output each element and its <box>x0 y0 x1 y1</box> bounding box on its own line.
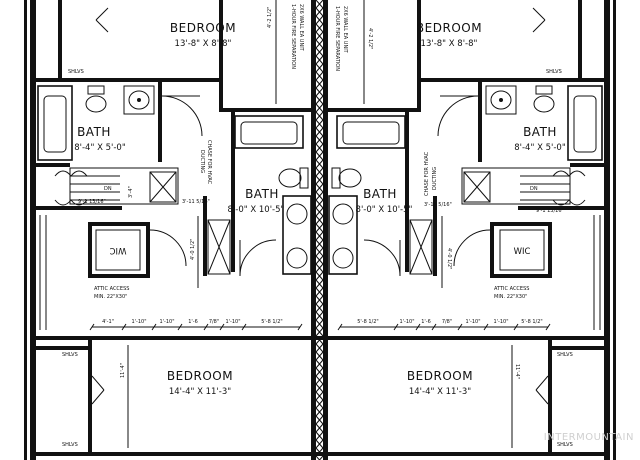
bottom-interior-walls <box>36 340 604 452</box>
dim-v-mid-left: 4'-0 1/2" <box>190 239 196 260</box>
dim-v-bed-left: 11'-4" <box>120 363 126 378</box>
dimension-lines <box>89 0 551 448</box>
attic-access-left-2: MIN. 22"X30" <box>94 294 127 300</box>
chase-right-2: DUCTING <box>432 167 438 190</box>
party-wall <box>311 0 328 460</box>
dim-right-3: 7/8" <box>442 319 452 325</box>
dim-right-6: 5'-8 1/2" <box>521 319 542 325</box>
bedroom-bottom-right-label: BEDROOM <box>407 369 473 383</box>
bath-top-right <box>437 82 603 162</box>
dim-left-6: 5'-8 1/2" <box>261 319 282 325</box>
shlvs-bottom-right-2: SHLVS <box>557 442 573 448</box>
dim-left-4: 7/8" <box>209 319 219 325</box>
dim-right-5: 1'-10" <box>493 319 508 325</box>
bedroom-bottom-left-label: BEDROOM <box>167 369 233 383</box>
bath-top-left-dim: 8'-4" X 5'-0" <box>74 143 126 153</box>
exterior-walls <box>24 0 616 460</box>
dim-v-top-left: 4'-2 1/2" <box>267 7 273 28</box>
bath-top-right-label: BATH <box>523 125 557 139</box>
bath-center-right-dim: 8'-0" X 10'-5" <box>356 205 413 215</box>
wic-right-label: WIC <box>514 247 531 257</box>
bath-center-right-label: BATH <box>363 187 397 201</box>
dim-right-2: 1'-6 <box>421 319 431 325</box>
dim-left-5: 1'-10" <box>225 319 240 325</box>
wic-right <box>453 222 552 278</box>
fire-sep-left-1: 1-HOUR FIRE SEPARATION <box>290 4 296 69</box>
dim-chase-right: 3'-11 5/16" <box>424 202 452 208</box>
chase-left-1: CHASE FOR HVAC <box>206 140 212 185</box>
bath-top-right-dim: 8'-4" X 5'-0" <box>514 143 566 153</box>
bedroom-top-right-label: BEDROOM <box>416 21 482 35</box>
annotation-labels: SHLVS SHLVS SHLVS SHLVS SHLVS SHLVS ATTI… <box>62 4 573 448</box>
stair-right <box>461 167 604 330</box>
dim-left-2: 1'-10" <box>159 319 174 325</box>
shlvs-bottom-left: SHLVS <box>62 352 78 358</box>
dim-right-0: 5'-8 1/2" <box>357 319 378 325</box>
dim-right-1: 1'-10" <box>399 319 414 325</box>
stair-left <box>36 167 179 330</box>
dim-door-left: 3'-4" <box>128 186 134 198</box>
bedroom-top-left-label: BEDROOM <box>170 21 236 35</box>
fire-sep-right-2: 2X6 WALL EA UNIT <box>342 6 348 54</box>
watermark: INTERMOUNTAIN <box>544 432 634 443</box>
bath-center-left-dim: 8'-0" X 10'-5" <box>228 205 285 215</box>
bedroom-bottom-right-dim: 14'-4" X 11'-3" <box>409 387 471 397</box>
bath-top-left-label: BATH <box>77 125 111 139</box>
fire-sep-right-1: 1-HOUR FIRE SEPARATION <box>334 6 340 71</box>
shlvs-bottom-right: SHLVS <box>557 352 573 358</box>
top-interior-walls <box>58 0 582 112</box>
stair-dn-right: DN <box>530 186 538 192</box>
bath-center-right <box>328 112 437 277</box>
bath-center-left <box>203 112 312 277</box>
attic-access-right-1: ATTIC ACCESS <box>494 286 529 292</box>
dim-left-0: 4'-1" <box>102 319 114 325</box>
dim-stair-left: 9'-1 13/16" <box>78 199 106 205</box>
attic-access-left-1: ATTIC ACCESS <box>94 286 129 292</box>
attic-access-right-2: MIN. 22"X30" <box>494 294 527 300</box>
dimension-row-right: 5'-8 1/2" 1'-10" 1'-6 7/8" 1'-10" 1'-10" 5'-8 … <box>357 319 542 325</box>
dim-stair-right: 9'-1 13/16" <box>536 208 564 214</box>
shlvs-bottom-left-2: SHLVS <box>62 442 78 448</box>
shlvs-top-right: SHLVS <box>546 69 562 75</box>
dim-right-4: 1'-10" <box>465 319 480 325</box>
chase-right-1: CHASE FOR HVAC <box>424 151 430 196</box>
dim-v-mid-right: 4'-0 1/2" <box>446 248 452 269</box>
dim-v-top-right: 4'-2 1/2" <box>367 28 373 49</box>
bedroom-top-right-dim: 13'-8" X 8'-8" <box>421 39 478 49</box>
fire-sep-left-2: 2X6 WALL EA UNIT <box>298 4 304 52</box>
bedroom-bottom-left-dim: 14'-4" X 11'-3" <box>169 387 231 397</box>
room-labels: BEDROOM 13'-8" X 8'-8" BEDROOM 13'-8" X … <box>74 21 566 397</box>
wic-left-label: WIC <box>110 245 127 255</box>
dim-left-3: 1'-6 <box>188 319 198 325</box>
stair-dn-left: DN <box>104 186 112 192</box>
wic-left <box>88 222 187 278</box>
bath-center-left-label: BATH <box>245 187 279 201</box>
shlvs-top-left: SHLVS <box>68 69 84 75</box>
bedroom-top-left-dim: 13'-8" X 8'-8" <box>175 39 232 49</box>
bath-top-left <box>37 82 203 162</box>
dim-chase-left: 3'-11 5/16" <box>182 199 210 205</box>
chase-left-2: DUCTING <box>199 150 205 173</box>
dim-v-bed-right: 11'-4" <box>514 364 520 379</box>
dimension-row-left: 4'-1" 1'-10" 1'-10" 1'-6 7/8" 1'-10" 5'-8 1/2" <box>102 319 283 325</box>
dim-left-1: 1'-10" <box>131 319 146 325</box>
